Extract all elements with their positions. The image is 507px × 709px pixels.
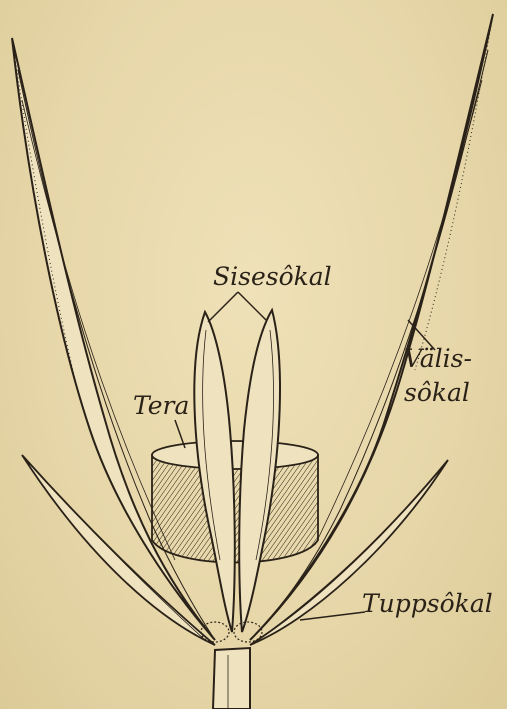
label-leaf-blade: Tera	[133, 393, 189, 418]
stem	[213, 648, 250, 709]
inner-glume-right	[239, 310, 280, 632]
label-inner-glume: Sisesôkal	[213, 264, 332, 289]
label-sheath-glume: Tuppsôkal	[362, 591, 493, 616]
inner-glume-left	[194, 312, 234, 632]
label-outer-glume-line1: Välis-	[404, 346, 472, 371]
label-outer-glume-line2: sôkal	[404, 380, 470, 405]
